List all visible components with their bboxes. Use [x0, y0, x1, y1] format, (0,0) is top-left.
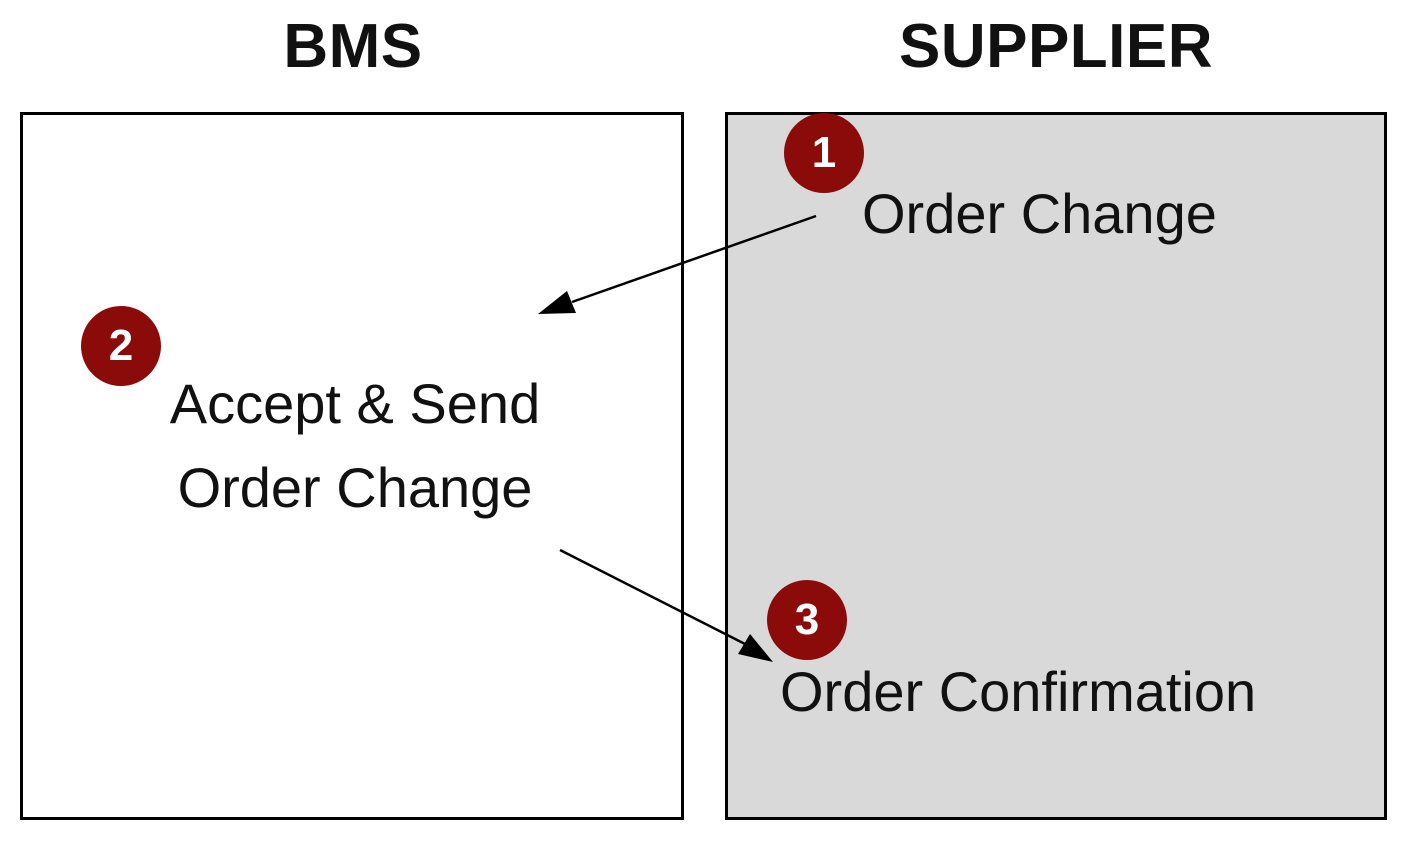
- supplier-lane: [725, 112, 1387, 820]
- step-1-label: Order Change: [862, 182, 1217, 245]
- bms-lane-title: BMS: [283, 12, 423, 81]
- step-1-badge: 1: [784, 113, 864, 193]
- step-3-badge: 3: [767, 580, 847, 660]
- step-2-label: Accept & Send Order Change: [169, 372, 541, 519]
- step-3-label: Order Confirmation: [780, 660, 1257, 723]
- supplier-lane-title: SUPPLIER: [898, 12, 1214, 81]
- step-2-badge: 2: [81, 306, 161, 386]
